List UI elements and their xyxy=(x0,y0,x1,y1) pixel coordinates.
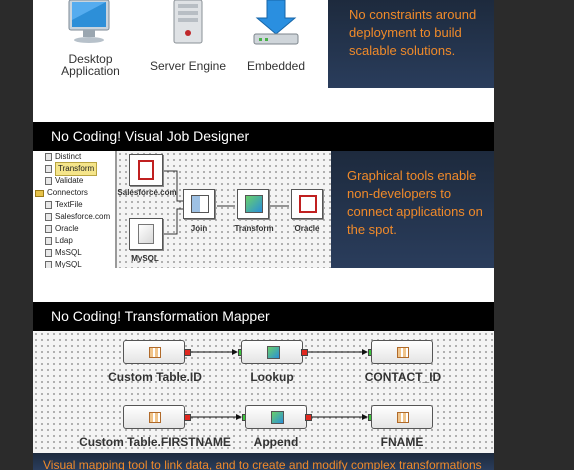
mysql-node-label: MySQL xyxy=(131,254,159,263)
mapper-title-bar: No Coding! Transformation Mapper xyxy=(33,302,494,331)
job-designer-blurb-text: Graphical tools enable non-developers to… xyxy=(347,168,483,237)
table-grip-icon xyxy=(397,347,409,358)
output-port[interactable] xyxy=(184,414,191,421)
tree-item-label: TextFile xyxy=(55,200,83,209)
job-canvas[interactable]: Salesforce.com MySQL Join Transform Orac… xyxy=(117,151,331,268)
ldap-icon xyxy=(45,237,52,245)
oracle-icon xyxy=(45,225,52,233)
salesforce-node[interactable] xyxy=(129,154,163,186)
salesforce-node-label: Salesforce.com xyxy=(117,188,177,197)
source-field-box[interactable] xyxy=(123,405,185,429)
lookup-function-label: Lookup xyxy=(250,370,294,384)
deployment-blurb-text: No constraints around deployment to buil… xyxy=(349,7,477,58)
tree-item-label: MySQL xyxy=(55,260,82,269)
folder-icon xyxy=(35,189,44,197)
component-icon xyxy=(45,153,52,161)
tree-item-label: Ldap xyxy=(55,236,73,245)
job-designer-title: No Coding! Visual Job Designer xyxy=(51,128,250,144)
transform-node-icon xyxy=(245,195,263,213)
deployment-panel: Desktop Application Server Engine Embedd… xyxy=(33,0,328,88)
append-function-label: Append xyxy=(253,435,299,449)
tree-item-salesforce[interactable]: Salesforce.com xyxy=(45,211,115,223)
job-designer-title-bar: No Coding! Visual Job Designer xyxy=(33,122,494,151)
server-engine-label: Server Engine xyxy=(149,59,227,73)
oracle-node[interactable] xyxy=(291,189,323,219)
output-port[interactable] xyxy=(301,349,308,356)
oracle-node-icon xyxy=(299,195,317,213)
tree-folder-connectors[interactable]: Connectors xyxy=(35,187,115,199)
tree-item-oracle[interactable]: Oracle xyxy=(45,223,115,235)
table-grip-icon xyxy=(149,412,161,423)
join-node[interactable] xyxy=(183,189,215,219)
tree-item-label-selected: Transform xyxy=(55,162,98,176)
server-tower-icon xyxy=(172,0,204,44)
component-icon xyxy=(45,177,52,185)
spacer-strip xyxy=(33,268,494,302)
component-icon xyxy=(45,165,52,173)
tree-item-label: Salesforce.com xyxy=(55,212,111,221)
tree-splitter[interactable] xyxy=(115,151,117,268)
mapper-canvas[interactable]: Custom Table.ID Lookup CONTACT_ID Custom… xyxy=(33,331,494,453)
download-arrow-icon xyxy=(253,0,299,46)
tree-item-mssql[interactable]: MsSQL xyxy=(45,247,115,259)
tree-item-ldap[interactable]: Ldap xyxy=(45,235,115,247)
database-icon xyxy=(45,249,52,257)
spacer-strip xyxy=(33,88,494,122)
mapper-footer: Visual mapping tool to link data, and to… xyxy=(33,453,494,470)
salesforce-node-icon xyxy=(138,160,154,180)
output-port[interactable] xyxy=(184,349,191,356)
desktop-label-line1: Desktop xyxy=(68,52,113,66)
deployment-blurb: No constraints around deployment to buil… xyxy=(328,0,494,88)
tree-item-label: MsSQL xyxy=(55,248,82,257)
tree-item-label: Validate xyxy=(55,176,84,185)
transform-function-icon xyxy=(267,346,280,359)
tree-item-transform[interactable]: Transform xyxy=(45,162,115,176)
mysql-node-icon xyxy=(138,224,154,244)
transform-node-label: Transform xyxy=(234,224,274,233)
job-designer-blurb: Graphical tools enable non-developers to… xyxy=(331,151,494,268)
file-icon xyxy=(45,201,52,209)
embedded-label: Embedded xyxy=(246,59,306,73)
component-tree: Distinct Transform Validate Connectors T… xyxy=(33,151,115,269)
tree-item-textfile[interactable]: TextFile xyxy=(45,199,115,211)
transform-function-icon xyxy=(271,411,284,424)
lookup-function-box[interactable] xyxy=(241,340,303,364)
tree-item-validate[interactable]: Validate xyxy=(45,175,115,187)
target-field-label: CONTACT_ID xyxy=(364,370,442,384)
desktop-monitor-icon xyxy=(67,0,111,44)
mapper-connections xyxy=(189,349,368,420)
tree-folder-label: Connectors xyxy=(47,188,88,197)
source-field-box[interactable] xyxy=(123,340,185,364)
target-field-label: FNAME xyxy=(380,435,424,449)
source-field-label: Custom Table.ID xyxy=(108,370,202,384)
mysql-node[interactable] xyxy=(129,218,163,250)
target-field-box[interactable] xyxy=(371,405,433,429)
table-grip-icon xyxy=(149,347,161,358)
source-field-label: Custom Table.FIRSTNAME xyxy=(79,435,231,449)
salesforce-icon xyxy=(45,213,52,221)
oracle-node-label: Oracle xyxy=(294,224,320,233)
join-node-icon xyxy=(191,195,209,213)
join-node-label: Join xyxy=(190,224,208,233)
mapper-title: No Coding! Transformation Mapper xyxy=(51,308,270,324)
append-function-box[interactable] xyxy=(245,405,307,429)
tree-item-label: Oracle xyxy=(55,224,79,233)
table-grip-icon xyxy=(397,412,409,423)
desktop-label-line2: Application xyxy=(61,64,120,78)
output-port[interactable] xyxy=(305,414,312,421)
desktop-application-label: Desktop Application xyxy=(53,53,128,77)
mapper-footer-text: Visual mapping tool to link data, and to… xyxy=(43,458,482,470)
tree-item-label: Distinct xyxy=(55,152,82,161)
target-field-box[interactable] xyxy=(371,340,433,364)
tree-item-distinct[interactable]: Distinct xyxy=(45,151,115,163)
transform-node[interactable] xyxy=(237,189,269,219)
